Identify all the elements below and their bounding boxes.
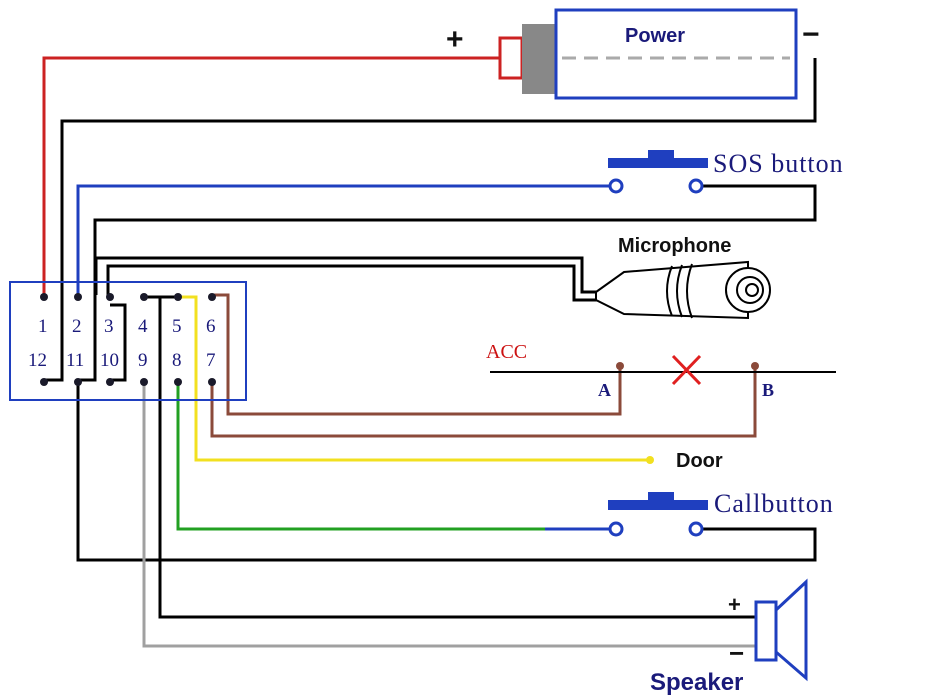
wire-power-negative-black xyxy=(44,58,817,382)
connector-top-pin-dots xyxy=(40,293,216,301)
wire-speaker-negative-gray xyxy=(142,382,756,648)
acc-label: ACC xyxy=(486,341,527,363)
pin-label: 4 xyxy=(138,316,148,337)
pin-label: 3 xyxy=(104,316,114,337)
pin-dot-11 xyxy=(74,378,82,386)
speaker-minus-sign: − xyxy=(729,638,744,668)
power-plug xyxy=(498,36,524,80)
door-label: Door xyxy=(676,450,723,472)
pin-dot-12 xyxy=(40,378,48,386)
sos-button-bar xyxy=(608,158,708,168)
acc-point-b-dot xyxy=(751,362,759,370)
connector-block: 1 2 3 4 5 6 12 11 10 9 8 7 xyxy=(9,281,247,401)
pin-label: 2 xyxy=(72,316,82,337)
pin-label: 12 xyxy=(28,350,47,371)
pin-label: 6 xyxy=(206,316,216,337)
door-terminal-dot xyxy=(646,456,654,464)
acc-point-a-label: A xyxy=(598,380,611,400)
connector-bottom-pin-dots xyxy=(40,378,216,386)
pin-label: 9 xyxy=(138,350,148,371)
microphone: Microphone xyxy=(595,235,771,320)
power-supply: Power + − xyxy=(446,8,820,100)
wire-door-yellow xyxy=(178,295,650,462)
wire-speaker-positive-black xyxy=(158,297,756,619)
power-box xyxy=(554,8,798,100)
sos-button: SOS button xyxy=(608,149,844,194)
power-label: Power xyxy=(625,25,685,47)
wire-call-green xyxy=(176,382,545,531)
wire-mic-inner-black xyxy=(106,264,600,302)
speaker-plus-sign: + xyxy=(728,592,741,617)
pin-label: 5 xyxy=(172,316,182,337)
speaker-cone xyxy=(774,578,808,682)
pin-dot-4 xyxy=(140,293,148,301)
pin-label: 1 xyxy=(38,316,48,337)
speaker-magnet xyxy=(754,600,778,662)
wires xyxy=(42,56,817,648)
wire-mic-outer-black xyxy=(94,256,600,295)
door: Door xyxy=(646,450,723,472)
sos-button-cap xyxy=(648,150,674,160)
pin-dot-9 xyxy=(140,378,148,386)
pin-dot-10 xyxy=(106,378,114,386)
pin-dot-6 xyxy=(208,293,216,301)
microphone-head-mid xyxy=(736,276,764,304)
wire-sos-return-black xyxy=(78,184,817,382)
pin-dot-8 xyxy=(174,378,182,386)
pin-label: 10 xyxy=(100,350,119,371)
pin-dot-7 xyxy=(208,378,216,386)
microphone-body xyxy=(595,260,749,320)
connector-top-pin-labels: 1 2 3 4 5 6 xyxy=(38,316,216,337)
pin-dot-2 xyxy=(74,293,82,301)
call-contact-left xyxy=(608,521,624,537)
wire-acc-a-brown xyxy=(212,293,622,416)
acc-point-a-dot xyxy=(616,362,624,370)
call-button-bar xyxy=(608,500,708,510)
pin-label: 7 xyxy=(206,350,216,371)
pin-label: 8 xyxy=(172,350,182,371)
pin-dot-3 xyxy=(106,293,114,301)
wire-power-positive-red xyxy=(42,56,500,295)
speaker-label: Speaker xyxy=(650,669,743,695)
acc-cut-cross-icon xyxy=(671,354,702,386)
power-plus-sign: + xyxy=(446,23,464,56)
pin-dot-1 xyxy=(40,293,48,301)
sos-contact-right xyxy=(688,178,704,194)
sos-contact-left xyxy=(608,178,624,194)
pin-dot-5 xyxy=(174,293,182,301)
acc-section: ACC A B xyxy=(486,341,836,400)
pin-label: 11 xyxy=(66,350,84,371)
microphone-head-inner xyxy=(745,283,759,297)
wire-sos-blue xyxy=(76,184,616,295)
connector-frame xyxy=(9,281,247,401)
call-contact-right xyxy=(688,521,704,537)
power-plug-sleeve xyxy=(522,24,556,94)
wire-pin10-link-black xyxy=(108,303,127,382)
sos-label: SOS button xyxy=(713,149,844,178)
microphone-rings xyxy=(666,263,693,319)
wire-acc-b-brown xyxy=(210,366,757,438)
power-minus-sign: − xyxy=(802,18,820,51)
acc-point-b-label: B xyxy=(762,380,774,400)
call-button: Callbutton xyxy=(608,489,834,537)
connector-bottom-pin-labels: 12 11 10 9 8 7 xyxy=(28,350,216,371)
microphone-head-outer xyxy=(725,267,771,313)
speaker: + − Speaker xyxy=(650,578,808,695)
call-button-cap xyxy=(648,492,674,502)
wire-call-return-black xyxy=(76,382,817,562)
call-label: Callbutton xyxy=(714,489,834,518)
microphone-label: Microphone xyxy=(618,235,731,257)
